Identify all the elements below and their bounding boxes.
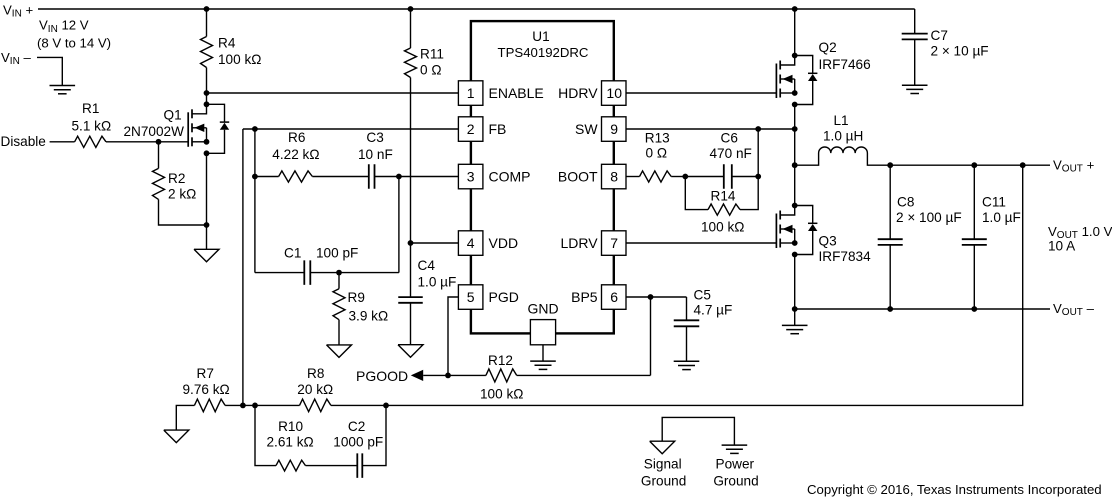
svg-text:PGOOD: PGOOD bbox=[356, 368, 408, 384]
svg-text:0 Ω: 0 Ω bbox=[420, 63, 442, 78]
svg-text:100 pF: 100 pF bbox=[316, 246, 358, 261]
svg-text:C11: C11 bbox=[982, 194, 1006, 209]
svg-text:GND: GND bbox=[527, 301, 558, 317]
svg-text:IRF7466: IRF7466 bbox=[819, 57, 871, 72]
svg-text:C2: C2 bbox=[348, 419, 365, 434]
svg-text:VDD: VDD bbox=[489, 235, 519, 251]
svg-text:Q1: Q1 bbox=[164, 107, 182, 122]
svg-text:SW: SW bbox=[575, 121, 598, 137]
svg-text:FB: FB bbox=[489, 121, 507, 137]
svg-text:1: 1 bbox=[467, 85, 475, 101]
svg-text:1.0 µF: 1.0 µF bbox=[418, 275, 457, 290]
svg-text:R4: R4 bbox=[218, 36, 236, 51]
svg-text:R2: R2 bbox=[168, 171, 185, 186]
svg-text:Power: Power bbox=[716, 457, 755, 472]
svg-text:20 kΩ: 20 kΩ bbox=[297, 382, 333, 397]
svg-text:C3: C3 bbox=[366, 130, 383, 145]
svg-text:7: 7 bbox=[610, 235, 618, 251]
svg-text:1.0 µH: 1.0 µH bbox=[823, 129, 863, 144]
svg-text:TPS40192DRC: TPS40192DRC bbox=[498, 45, 589, 60]
svg-text:BP5: BP5 bbox=[571, 289, 598, 305]
svg-text:R9: R9 bbox=[348, 290, 365, 305]
svg-text:R6: R6 bbox=[288, 130, 305, 145]
svg-text:R13: R13 bbox=[645, 131, 670, 146]
svg-text:100 kΩ: 100 kΩ bbox=[701, 220, 744, 235]
svg-text:2 × 10 µF: 2 × 10 µF bbox=[931, 44, 989, 59]
svg-text:VIN –: VIN – bbox=[1, 50, 31, 67]
svg-text:C7: C7 bbox=[931, 28, 948, 43]
svg-text:IRF7834: IRF7834 bbox=[819, 249, 872, 264]
svg-text:3: 3 bbox=[467, 168, 475, 184]
svg-text:8: 8 bbox=[610, 168, 618, 184]
svg-text:100 kΩ: 100 kΩ bbox=[218, 52, 261, 67]
svg-text:L1: L1 bbox=[834, 113, 849, 128]
svg-text:Disable: Disable bbox=[1, 134, 46, 149]
svg-text:C6: C6 bbox=[721, 131, 738, 146]
svg-text:5.1 kΩ: 5.1 kΩ bbox=[72, 119, 112, 134]
svg-text:VIN +: VIN + bbox=[3, 2, 33, 19]
svg-text:C5: C5 bbox=[694, 287, 711, 302]
svg-text:R11: R11 bbox=[420, 47, 444, 62]
svg-text:HDRV: HDRV bbox=[558, 85, 598, 101]
svg-text:ENABLE: ENABLE bbox=[489, 85, 544, 101]
svg-text:100 kΩ: 100 kΩ bbox=[480, 386, 523, 401]
svg-text:2 × 100 µF: 2 × 100 µF bbox=[896, 210, 962, 225]
svg-text:R10: R10 bbox=[278, 419, 303, 434]
svg-text:Ground: Ground bbox=[713, 474, 758, 489]
svg-text:6: 6 bbox=[610, 289, 618, 305]
svg-text:C1: C1 bbox=[284, 246, 301, 261]
svg-text:0 Ω: 0 Ω bbox=[646, 145, 668, 160]
svg-text:Ground: Ground bbox=[641, 474, 686, 489]
svg-text:4: 4 bbox=[467, 235, 475, 251]
svg-text:VIN 12 V: VIN 12 V bbox=[39, 18, 89, 35]
svg-text:R12: R12 bbox=[488, 353, 513, 368]
svg-text:9: 9 bbox=[610, 121, 618, 137]
svg-text:5: 5 bbox=[467, 289, 475, 305]
svg-text:R14: R14 bbox=[711, 189, 736, 204]
svg-text:9.76 kΩ: 9.76 kΩ bbox=[183, 382, 230, 397]
svg-text:10 nF: 10 nF bbox=[358, 147, 393, 162]
svg-text:C4: C4 bbox=[418, 258, 436, 273]
svg-text:2.61 kΩ: 2.61 kΩ bbox=[267, 434, 314, 449]
svg-text:4.22 kΩ: 4.22 kΩ bbox=[272, 147, 319, 162]
svg-text:R7: R7 bbox=[197, 366, 214, 381]
svg-text:PGD: PGD bbox=[489, 289, 519, 305]
svg-text:2 kΩ: 2 kΩ bbox=[168, 187, 196, 202]
svg-text:2: 2 bbox=[467, 121, 475, 137]
svg-text:1.0 µF: 1.0 µF bbox=[982, 210, 1021, 225]
svg-text:R1: R1 bbox=[82, 101, 99, 116]
svg-text:Signal: Signal bbox=[644, 457, 682, 472]
svg-text:C8: C8 bbox=[897, 194, 914, 209]
svg-text:LDRV: LDRV bbox=[561, 235, 599, 251]
svg-text:U1: U1 bbox=[532, 29, 549, 44]
svg-text:3.9 kΩ: 3.9 kΩ bbox=[349, 309, 389, 324]
svg-text:BOOT: BOOT bbox=[558, 168, 598, 184]
svg-text:Q2: Q2 bbox=[819, 40, 837, 55]
svg-text:4.7 µF: 4.7 µF bbox=[694, 302, 733, 317]
svg-text:(8 V to 14 V): (8 V to 14 V) bbox=[37, 36, 111, 51]
svg-text:10: 10 bbox=[606, 85, 622, 101]
svg-text:Copyright © 2016, Texas Instru: Copyright © 2016, Texas Instruments Inco… bbox=[807, 482, 1102, 497]
svg-text:10 A: 10 A bbox=[1048, 239, 1076, 254]
svg-text:R8: R8 bbox=[307, 366, 324, 381]
svg-text:470 nF: 470 nF bbox=[710, 146, 752, 161]
svg-text:COMP: COMP bbox=[489, 168, 531, 184]
svg-text:2N7002W: 2N7002W bbox=[124, 124, 185, 139]
svg-text:Q3: Q3 bbox=[819, 234, 837, 249]
svg-text:1000 pF: 1000 pF bbox=[333, 434, 383, 449]
